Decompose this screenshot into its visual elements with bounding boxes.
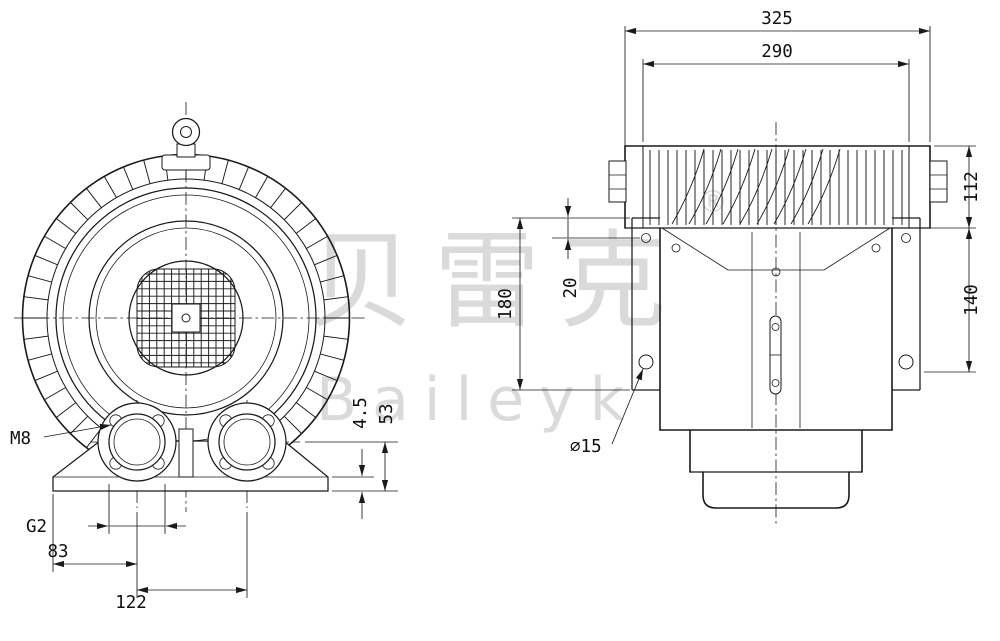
center-column: [178, 428, 194, 478]
right-clamp: [929, 160, 948, 203]
dim-label-140: 140: [962, 284, 982, 316]
dim-eyebolt: M8: [10, 423, 112, 449]
fan-blades: [671, 148, 841, 225]
right-flange-strip: [892, 217, 921, 391]
dim-label-325: 325: [761, 9, 793, 29]
dim-hole-diameter: ⌀15: [570, 368, 644, 457]
dim-label-20: 20: [561, 277, 581, 298]
dim-foot-to-port: 83: [47, 494, 138, 598]
dim-label-83: 83: [47, 542, 68, 562]
dim-label-dia15: ⌀15: [570, 437, 602, 457]
left-port: [97, 402, 177, 482]
dim-port-spacing: 122: [115, 512, 248, 613]
dim-label-g2: G2: [26, 517, 47, 537]
side-view: [608, 122, 948, 526]
flange-hole-15: [638, 354, 654, 370]
front-view: [14, 102, 368, 512]
watermark: 贝雷克 ® Baileyk: [308, 185, 728, 435]
watermark-latin-text: Baileyk: [316, 365, 639, 435]
dim-label-180: 180: [496, 288, 516, 320]
dim-label-112: 112: [962, 171, 982, 203]
motor-body: [659, 227, 893, 431]
flange-bolt-hole: [641, 233, 651, 243]
lifting-eye: [161, 117, 211, 171]
dim-base-thickness: 4.5: [351, 397, 371, 519]
dim-hole-offset: 20: [552, 198, 640, 299]
dim-housing-width: 290: [642, 42, 910, 142]
sight-slot: [769, 315, 782, 395]
fan-housing: [608, 145, 948, 229]
dim-flange-height: 180: [496, 217, 630, 391]
dim-label-m8: M8: [10, 429, 31, 449]
dim-label-290: 290: [761, 42, 793, 62]
dim-flange-drop: 140: [924, 228, 982, 373]
dim-label-53: 53: [377, 403, 397, 424]
dim-label-4-5: 4.5: [351, 397, 371, 429]
right-port: [207, 402, 287, 482]
end-bell: [689, 429, 863, 509]
inlet-grille: [128, 260, 244, 376]
dim-port-thread: G2: [26, 484, 186, 537]
left-flange-strip: [631, 217, 660, 391]
flange-hole-15: [898, 354, 914, 370]
dim-overall-width: 325: [624, 9, 931, 158]
watermark-cjk-text: 贝雷克: [308, 220, 686, 343]
dim-label-122: 122: [115, 593, 147, 613]
dim-port-height: 53: [305, 403, 398, 492]
flange-bolt-hole: [901, 233, 911, 243]
left-clamp: [608, 160, 627, 203]
